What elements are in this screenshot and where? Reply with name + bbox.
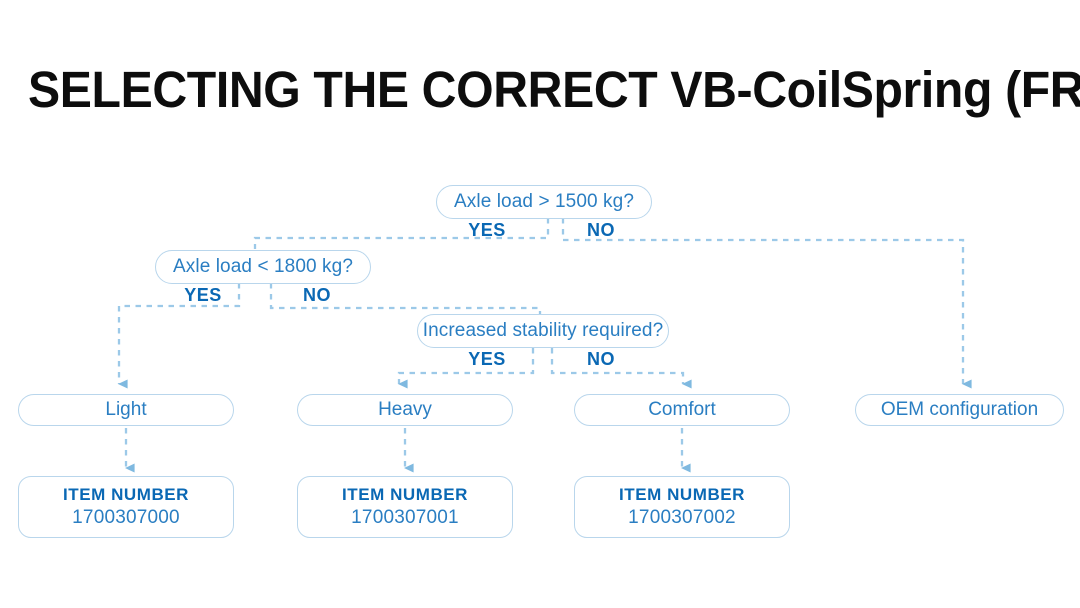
edge-d1-no-to-oem [561, 218, 972, 389]
branch-label-no-d1: NO [587, 220, 615, 240]
item-number-title: ITEM NUMBER [63, 485, 189, 504]
result-label: Heavy [378, 399, 432, 420]
item-number-value: 1700307001 [351, 507, 459, 528]
item-number-box-comfort[interactable]: ITEM NUMBER 1700307002 [574, 476, 790, 538]
result-node-oem-configuration[interactable]: OEM configuration [855, 394, 1064, 426]
item-number-value: 1700307002 [628, 507, 736, 528]
decision-node-axle-load-1500[interactable]: Axle load > 1500 kg? [436, 185, 652, 219]
decision-label: Axle load > 1500 kg? [454, 191, 634, 212]
edge-d3-yes-to-heavy [397, 348, 535, 389]
result-label: OEM configuration [880, 399, 1039, 420]
result-label: Light [105, 399, 147, 420]
result-node-heavy[interactable]: Heavy [297, 394, 513, 426]
item-number-value: 1700307000 [72, 507, 180, 528]
item-number-title: ITEM NUMBER [619, 485, 745, 504]
branch-label-no-d3: NO [587, 349, 615, 369]
item-number-box-light[interactable]: ITEM NUMBER 1700307000 [18, 476, 234, 538]
page-title: SELECTING THE CORRECT VB-CoilSpring (FRO… [28, 61, 1080, 118]
item-number-title: ITEM NUMBER [342, 485, 468, 504]
branch-label-no-d2: NO [303, 285, 331, 305]
decision-label: Increased stability required? [422, 320, 664, 341]
result-node-comfort[interactable]: Comfort [574, 394, 790, 426]
item-number-box-heavy[interactable]: ITEM NUMBER 1700307001 [297, 476, 513, 538]
branch-label-yes-d2: YES [184, 285, 222, 305]
result-node-light[interactable]: Light [18, 394, 234, 426]
branch-label-yes-d3: YES [468, 349, 506, 369]
decision-node-increased-stability[interactable]: Increased stability required? [417, 314, 669, 348]
branch-label-yes-d1: YES [468, 220, 506, 240]
decision-label: Axle load < 1800 kg? [173, 256, 353, 277]
decision-node-axle-load-1800[interactable]: Axle load < 1800 kg? [155, 250, 371, 284]
edge-d3-no-to-comfort [550, 348, 692, 389]
result-label: Comfort [648, 399, 716, 420]
